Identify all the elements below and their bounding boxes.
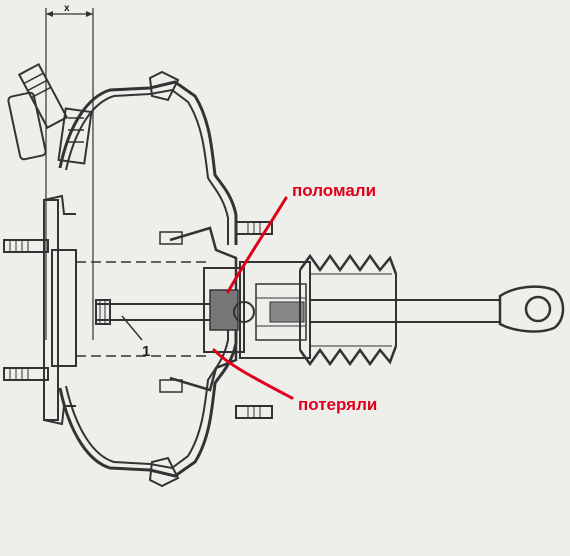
bellows-boot (298, 253, 398, 367)
dimension-x (45, 8, 94, 340)
dimension-x-label: x (64, 3, 70, 14)
check-valve (7, 62, 93, 165)
annotation-top-label: поломали (292, 181, 376, 200)
rear-studs (235, 221, 273, 419)
annotation-line-top (226, 196, 288, 294)
front-flange (43, 194, 77, 426)
annotation-bottom-label: потеряли (298, 395, 377, 414)
front-studs (3, 239, 49, 381)
callout-1-leader (121, 315, 143, 341)
input-rod (310, 285, 565, 333)
valve-body (239, 261, 311, 359)
booster-housing (58, 70, 238, 488)
annotation-line-bottom (212, 348, 294, 400)
diaphragm-hub (159, 226, 255, 393)
callout-1-label: 1 (142, 343, 150, 360)
